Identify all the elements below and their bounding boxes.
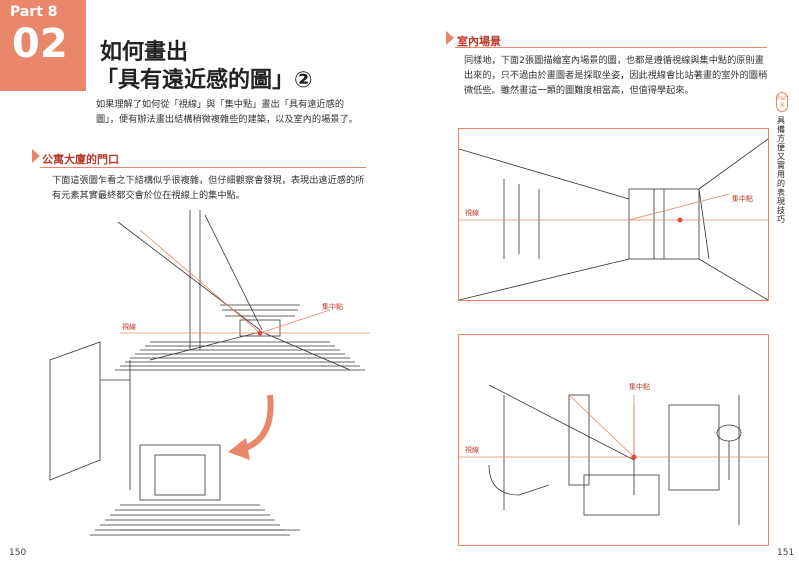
- section-text-interior: 同樣地，下面2張圖描繪室內場景的圖，也都是遵循視線與集中點的原則畫出來的，只不過…: [464, 55, 768, 96]
- section-marker-icon: [32, 149, 40, 163]
- side-tab: Part 8 具備方便又實用的表現技巧: [774, 92, 791, 224]
- part-number: 02: [12, 21, 68, 67]
- side-tab-part: Part 8: [776, 92, 789, 112]
- page-number-right: 151: [777, 548, 795, 558]
- vanishing-label-fig1: 集中點: [732, 194, 753, 203]
- section-marker-icon: [446, 31, 454, 45]
- page-title-line2: 「具有遠近感的圖」②: [96, 68, 313, 93]
- interior-figure-1: 視線 集中點: [458, 128, 769, 301]
- section-title-interior: 室內場景: [457, 35, 501, 48]
- entrance-illustration: 視線 集中點: [49, 210, 370, 536]
- vanishing-label-left: 集中點: [322, 302, 343, 311]
- horizon-label-fig1: 視線: [465, 208, 479, 217]
- section-text-entrance: 下面這張圖乍看之下結構似乎很複雜，但仔細觀察會發現，表現出遠近感的所有元素其實最…: [52, 175, 365, 201]
- side-tab-text: 具備方便又實用的表現技巧: [777, 116, 785, 224]
- page-title-line1: 如何畫出: [100, 40, 189, 65]
- intro-paragraph: 如果理解了如何從「視線」與「集中點」畫出「具有遠近感的圖」，便有辦法畫出結構稍微…: [96, 99, 358, 125]
- section-title-entrance: 公寓大廈的門口: [42, 153, 119, 166]
- page-number-left: 150: [9, 548, 27, 558]
- interior-figure-2: 視線 集中點: [458, 334, 769, 546]
- vanishing-label-fig2: 集中點: [629, 382, 650, 391]
- section-divider: [455, 47, 767, 48]
- part-label: Part 8: [10, 4, 58, 20]
- part-box: [0, 0, 86, 91]
- horizon-label-fig2: 視線: [465, 445, 479, 454]
- section-divider: [40, 167, 366, 168]
- horizon-label-left: 視線: [122, 322, 136, 331]
